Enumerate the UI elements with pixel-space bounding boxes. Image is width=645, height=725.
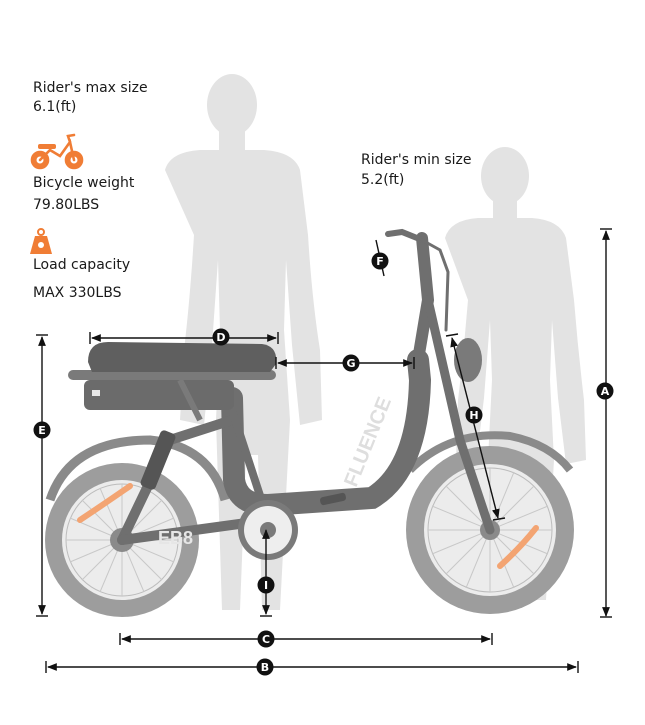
dimension-marker-letter: H — [469, 409, 478, 422]
rear-fender — [45, 435, 230, 502]
dimension-marker-d: D — [212, 328, 230, 346]
bicycle-weight-label: Bicycle weight — [33, 175, 135, 191]
front-fender — [407, 431, 574, 473]
dimension-marker-letter: G — [346, 357, 355, 370]
dimension-marker-i: I — [257, 576, 275, 594]
frame-model-text: EB8 — [158, 528, 193, 548]
dimension-markers: A B C D E F G H I — [33, 252, 614, 676]
rear-rack — [68, 370, 276, 422]
rider-max-value: 6.1(ft) — [33, 99, 77, 115]
rider-min-value: 5.2(ft) — [361, 172, 405, 188]
dimension-marker-f: F — [371, 252, 389, 270]
dimension-marker-g: G — [342, 354, 360, 372]
scooter-bike-icon — [30, 133, 84, 170]
dimension-marker-letter: I — [264, 579, 268, 592]
dimension-marker-letter: A — [601, 385, 610, 398]
seat — [88, 342, 277, 372]
dimension-marker-letter: D — [216, 331, 225, 344]
dimension-line-h — [450, 337, 500, 519]
dimension-marker-b: B — [256, 658, 274, 676]
rider-max-label: Rider's max size — [33, 80, 148, 96]
dimension-marker-h: H — [465, 406, 483, 424]
bicycle-weight-value: 79.80LBS — [33, 197, 100, 213]
dimension-marker-letter: B — [261, 661, 269, 674]
load-capacity-value: MAX 330LBS — [33, 285, 122, 301]
weight-icon — [30, 228, 52, 254]
dimension-marker-letter: C — [262, 633, 270, 646]
dimension-marker-letter: E — [38, 424, 46, 437]
load-capacity-label: Load capacity — [33, 257, 131, 273]
rear-shock — [140, 430, 176, 490]
rider-min-label: Rider's min size — [361, 152, 472, 168]
dimension-marker-c: C — [257, 630, 275, 648]
dimension-marker-e: E — [33, 421, 51, 439]
dimension-marker-a: A — [596, 382, 614, 400]
dimension-marker-letter: F — [376, 255, 384, 268]
